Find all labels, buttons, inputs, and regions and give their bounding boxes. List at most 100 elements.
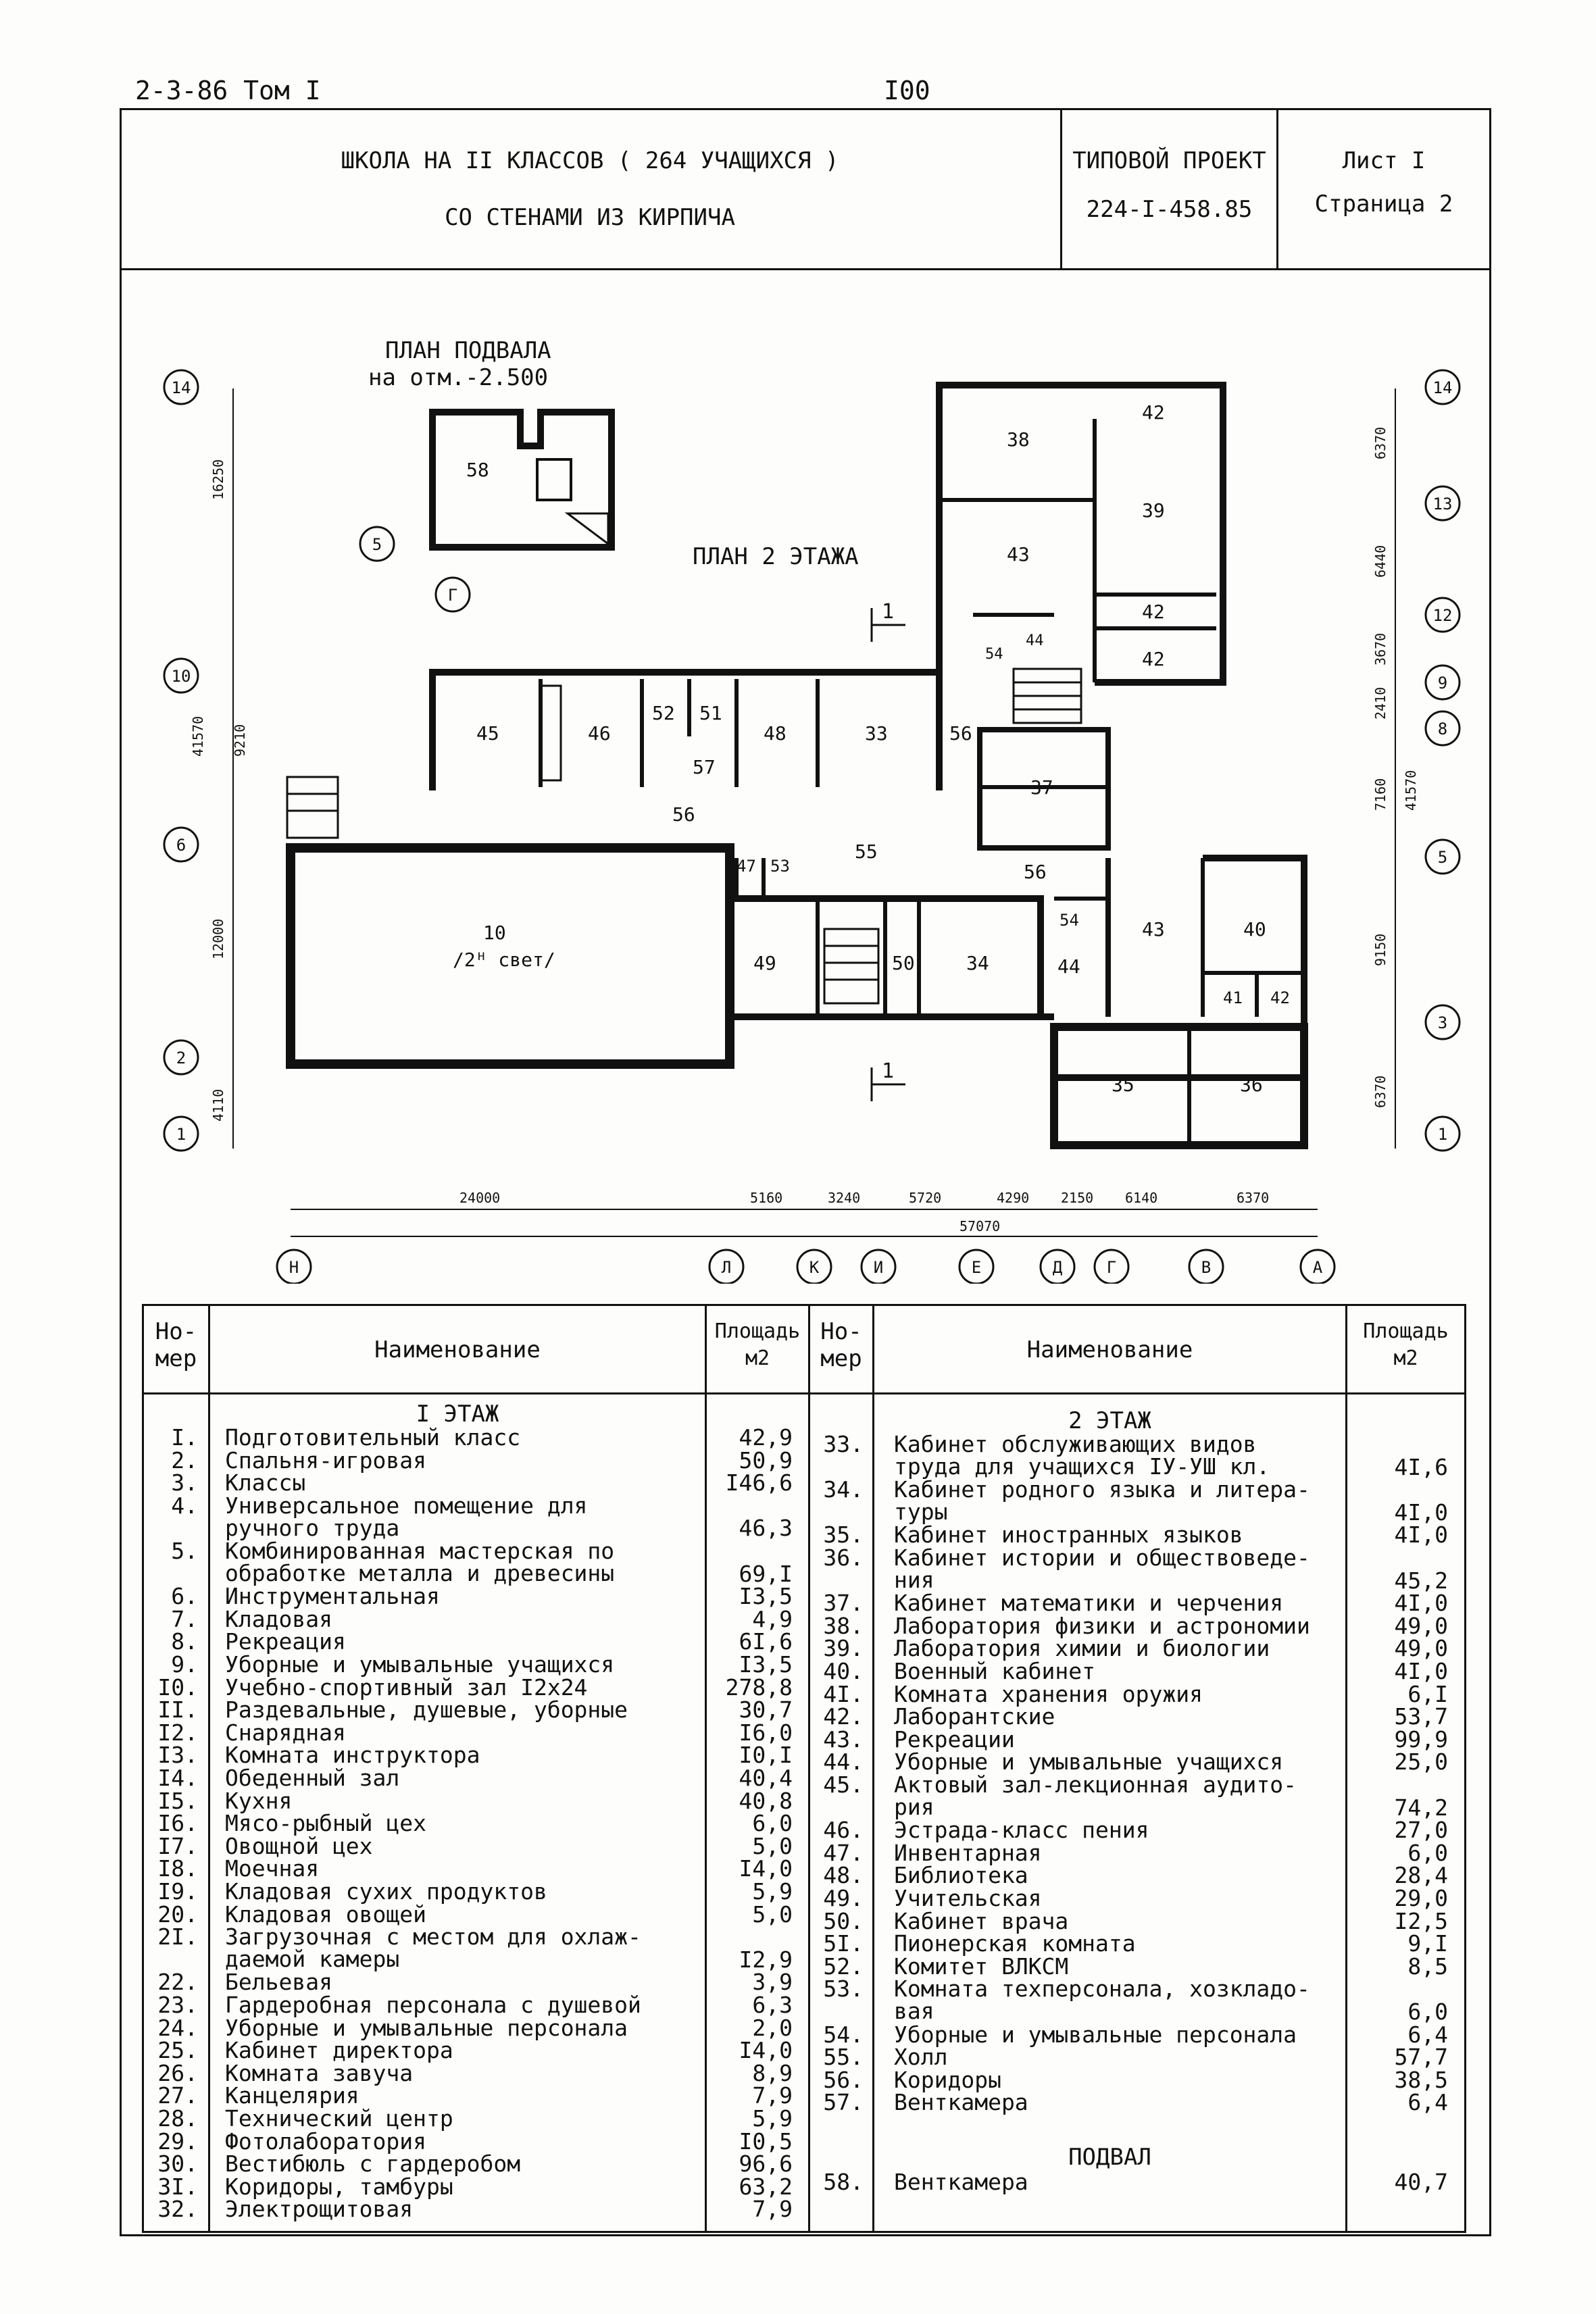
room-label: 42	[1142, 648, 1165, 670]
row-number: 3I.	[157, 2173, 198, 2200]
row-area: 69,I	[739, 1560, 793, 1587]
axis-label: 14	[1433, 378, 1453, 397]
row-number: I9.	[157, 1878, 198, 1905]
row-name: Электрощитовая	[225, 2196, 414, 2223]
axis-label: 5	[1438, 848, 1447, 867]
row-number: 45.	[823, 1771, 864, 1798]
row-area: 5,9	[752, 1878, 793, 1905]
row-area: 42,9	[739, 1424, 793, 1451]
room-label: 56	[949, 722, 972, 745]
axis-label: К	[809, 1258, 820, 1277]
axis-label: Л	[722, 1258, 731, 1277]
room-label: 37	[1030, 776, 1053, 799]
row-area: 46,3	[739, 1515, 793, 1542]
row-name: Комната инструктора	[225, 1742, 480, 1769]
dimension: 3240	[828, 1190, 860, 1206]
row-name: Кабинет иностранных языков	[894, 1521, 1243, 1549]
hall-10-number: 10	[483, 922, 506, 944]
room-label: 49	[753, 952, 776, 974]
row-number: II.	[157, 1696, 198, 1724]
row-area: 6,4	[1407, 2089, 1448, 2116]
row-area: 99,9	[1394, 1726, 1448, 1753]
row-number: 50.	[823, 1907, 864, 1934]
row-number: I.	[171, 1424, 198, 1451]
row-name: Комната хранения оружия	[894, 1680, 1203, 1707]
row-area: I0,5	[739, 2128, 793, 2155]
row-number: 35.	[823, 1521, 864, 1549]
row-area: 4I,0	[1394, 1521, 1448, 1549]
row-number: 46.	[823, 1817, 864, 1844]
row-name: Учительская	[894, 1885, 1042, 1911]
row-area: I46,6	[725, 1469, 793, 1496]
col-name-header: Наименование	[374, 1336, 541, 1363]
row-name: Овощной цех	[225, 1832, 373, 1859]
page-label: Страница 2	[1314, 191, 1453, 218]
row-area: 6,0	[1407, 1839, 1448, 1866]
row-area: 6I,6	[739, 1628, 793, 1655]
title-line-2: СО СТЕНАМИ ИЗ КИРПИЧА	[445, 204, 735, 231]
row-number: 47.	[823, 1839, 864, 1866]
row-name: Уборные и умывальные учащихся	[225, 1651, 615, 1678]
row-name: Лаборатория химии и биологии	[894, 1635, 1270, 1662]
row-area: 4I,0	[1394, 1499, 1448, 1526]
dimension: 7160	[1372, 778, 1389, 811]
row-name: Уборные и умывальные персонала	[225, 2014, 628, 2041]
row-area: 6,0	[1407, 1998, 1448, 2025]
row-number: 2.	[171, 1447, 198, 1474]
sheet-frame	[120, 108, 1491, 2236]
dimension: 5720	[909, 1190, 941, 1206]
room-label: 54	[1059, 911, 1079, 930]
dimension: 9210	[232, 724, 248, 757]
axis-label: В	[1201, 1258, 1211, 1277]
col-number-header-2: Но- мер	[820, 1318, 862, 1372]
row-area: 7,9	[752, 2082, 793, 2109]
dimension: 24000	[459, 1190, 500, 1206]
dimension: 2410	[1372, 687, 1389, 720]
row-number: 27.	[157, 2082, 198, 2109]
room-label: 39	[1142, 499, 1165, 522]
room-label: 42	[1142, 601, 1165, 623]
row-name: Кабинет директора	[225, 2037, 453, 2064]
project-number: 224-I-458.85	[1086, 196, 1253, 223]
row-area: I2,9	[739, 1946, 793, 1973]
row-name: Кабинет обслуживающих видов труда для уч…	[894, 1431, 1270, 1480]
row-area: 28,4	[1394, 1862, 1448, 1889]
row-name: Коридоры	[894, 2066, 1001, 2093]
dimension: 5160	[750, 1190, 782, 1206]
row-number: I4.	[157, 1765, 198, 1791]
room-label: 36	[1240, 1074, 1263, 1096]
row-area: 25,0	[1394, 1749, 1448, 1776]
axis-label: А	[1313, 1258, 1323, 1277]
row-number: 49.	[823, 1885, 864, 1911]
room-label: 47	[737, 857, 756, 876]
row-number: 53.	[823, 1976, 864, 2003]
row-number: 22.	[157, 1969, 198, 1996]
section-floor1: I ЭТАЖ	[416, 1401, 499, 1428]
row-number: 2I.	[157, 1923, 198, 1951]
row-name: Бельевая	[225, 1969, 332, 1996]
room-label: 33	[865, 722, 888, 745]
row-area: 4I,0	[1394, 1590, 1448, 1617]
col-name-header-2: Наименование	[1026, 1336, 1193, 1363]
row-area: 30,7	[739, 1696, 793, 1724]
row-number: 52.	[823, 1953, 864, 1980]
row-number: 28.	[157, 2105, 198, 2132]
row-name: Кладовая сухих продуктов	[225, 1878, 547, 1905]
row-area: I3,5	[739, 1651, 793, 1678]
row-name: Загрузочная с местом для охлаж- даемой к…	[225, 1923, 641, 1973]
row-name: Венткамера	[894, 2169, 1028, 2195]
floor2-plan-title: ПЛАН 2 ЭТАЖА	[693, 543, 859, 570]
row-area: 6,I	[1407, 1680, 1448, 1707]
row-area: 38,5	[1394, 2066, 1448, 2093]
row-area: 7,9	[752, 2196, 793, 2223]
row-name: Кладовая овощей	[225, 1901, 427, 1928]
axis-label: 14	[172, 378, 191, 397]
row-name: Комбинированная мастерская по обработке …	[225, 1538, 615, 1586]
room-label: 44	[1026, 632, 1044, 649]
basement-plan-level: на отм.-2.500	[368, 364, 548, 391]
row-area: 49,0	[1394, 1612, 1448, 1639]
room-label: 50	[892, 952, 915, 974]
row-name: Венткамера	[894, 2089, 1028, 2116]
document-code: 2-3-86 Том I	[135, 76, 321, 105]
row-name: Фотолаборатория	[225, 2128, 427, 2155]
